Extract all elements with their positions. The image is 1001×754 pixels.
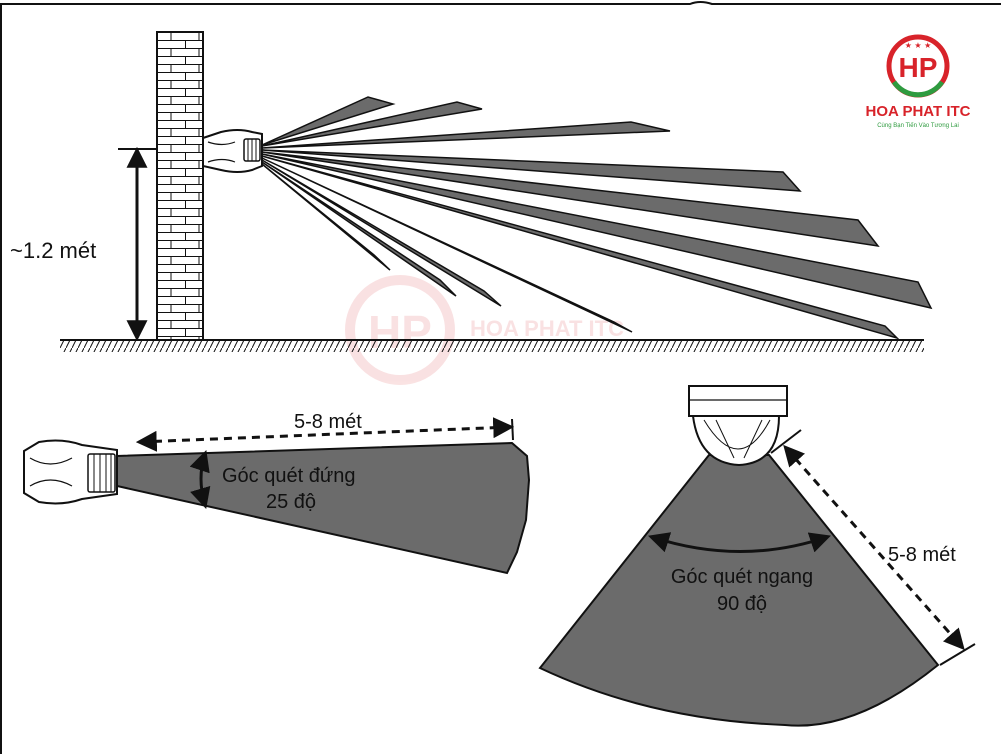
sensor-dome-detail xyxy=(703,419,771,459)
distance-end-tick xyxy=(511,418,514,441)
detection-finger xyxy=(261,153,933,310)
detection-finger xyxy=(261,101,483,147)
sensor-top-view xyxy=(688,385,788,467)
sensor-side-view xyxy=(202,129,263,173)
detection-finger xyxy=(261,155,900,340)
frame-border xyxy=(0,1,1001,5)
sensor-body-detail xyxy=(29,457,73,487)
detection-finger xyxy=(261,149,802,192)
horizontal-beam xyxy=(538,454,940,727)
vertical-angle-title: Góc quét đứng xyxy=(222,465,355,487)
distance-arrow-side xyxy=(135,417,515,452)
sensor-lens-ribs xyxy=(93,454,112,492)
detection-finger xyxy=(261,163,391,271)
watermark-ring xyxy=(345,275,455,385)
distance-tick-top xyxy=(770,429,802,454)
brick-wall xyxy=(156,31,204,341)
watermark-name: HOA PHAT ITC xyxy=(470,316,624,341)
detection-finger xyxy=(261,121,671,149)
logo-name: HOA PHAT ITC xyxy=(866,103,971,120)
height-label: ~1.2 mét xyxy=(10,238,96,263)
horizontal-angle-value: 90 độ xyxy=(717,593,767,615)
distance-label-side: 5-8 mét xyxy=(294,411,362,433)
detection-finger xyxy=(261,151,880,248)
sensor-lens-ribs xyxy=(247,139,257,161)
logo-monogram: HP xyxy=(899,52,938,83)
sensor-mount xyxy=(688,385,788,417)
company-logo: ★ ★ ★ HP HOA PHAT ITC Cùng Bạn Tiến Vào … xyxy=(866,34,971,129)
ground-hatching xyxy=(60,340,924,352)
distance-tick-bottom xyxy=(939,643,976,666)
detection-zones-top xyxy=(261,96,933,340)
distance-label-top: 5-8 mét xyxy=(888,544,956,566)
distance-arrow-top xyxy=(783,444,965,651)
horizontal-angle-title: Góc quét ngang xyxy=(671,566,813,588)
detection-finger xyxy=(261,157,633,333)
sensor-body-detail xyxy=(207,141,236,163)
vertical-beam xyxy=(116,441,531,575)
logo-slogan: Cùng Bạn Tiến Vào Tương Lai xyxy=(877,123,959,129)
sensor-lens xyxy=(87,453,116,493)
vertical-angle-arc xyxy=(189,450,211,510)
vertical-angle-value: 25 độ xyxy=(266,491,316,513)
logo-stars: ★ ★ ★ xyxy=(905,41,932,50)
logo-ring-green xyxy=(891,80,945,98)
detection-finger xyxy=(261,96,396,146)
detection-finger xyxy=(261,161,457,297)
sensor-dome xyxy=(691,415,781,467)
detection-finger xyxy=(261,159,502,307)
sensor-front-view xyxy=(23,439,118,505)
